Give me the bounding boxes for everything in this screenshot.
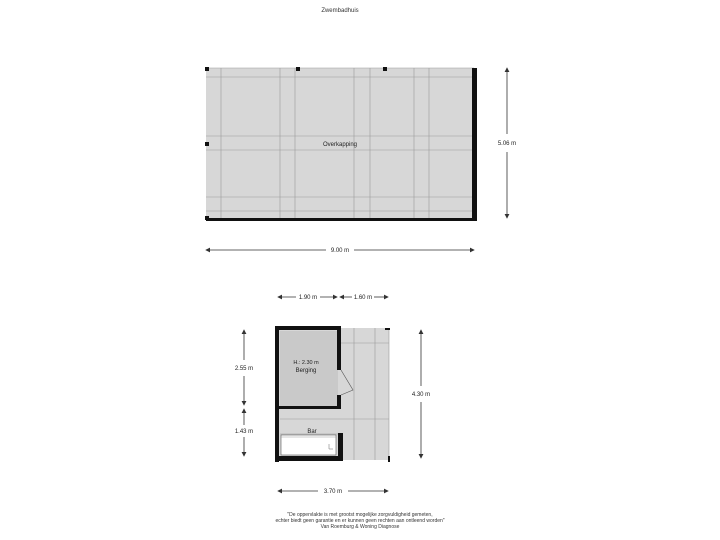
corridor-floor-grid xyxy=(280,328,390,460)
overkapping-width-dimension: 9.00 m xyxy=(205,247,475,254)
overkapping-floor xyxy=(206,68,474,220)
left-dimension-lower-label: 1.43 m xyxy=(235,429,253,435)
overkapping-right-wall xyxy=(472,68,477,221)
overkapping-depth-label: 5.06 m xyxy=(498,141,516,147)
overkapping-grid xyxy=(206,67,474,220)
left-dimension-lower: 1.43 m xyxy=(235,408,253,457)
top-dimension-left-label: 1.90 m xyxy=(299,295,317,301)
post xyxy=(205,216,209,220)
building: H.: 2.30 m Berging Bar xyxy=(275,326,390,462)
berging-height: H.: 2.30 m xyxy=(293,360,319,366)
door-swing xyxy=(340,369,354,396)
berging-bottom-wall xyxy=(278,406,341,409)
overkapping-label: Overkapping xyxy=(323,142,357,148)
berging-right-wall-upper xyxy=(337,330,341,370)
sink-icon xyxy=(328,444,333,450)
bar-counter xyxy=(280,434,337,456)
post xyxy=(296,67,300,71)
right-dimension-label: 4.30 m xyxy=(412,392,430,398)
top-dimension-right-label: 1.60 m xyxy=(354,295,372,301)
berging-label: Berging xyxy=(296,368,317,374)
disclaimer-line-1: "De oppervlakte is met grootst mogelijke… xyxy=(287,512,433,518)
disclaimer-line-3: Van Roemburg & Woning Diagnose xyxy=(320,524,400,530)
building-top-right-cap xyxy=(385,328,390,330)
building-left-wall xyxy=(275,326,279,462)
bottom-dimension: 3.70 m xyxy=(277,488,389,495)
building-top-wall xyxy=(275,326,341,330)
berging-right-wall-lower xyxy=(337,395,341,409)
page-title: Zwembadhuis xyxy=(321,8,359,14)
building-bottom-right-cap xyxy=(388,456,390,462)
bar-label: Bar xyxy=(307,429,316,435)
disclaimer-line-2: echter biedt geen garantie en er kunnen … xyxy=(275,518,445,524)
post xyxy=(383,67,387,71)
right-dimension: 4.30 m xyxy=(412,329,430,459)
overkapping-area: Overkapping xyxy=(205,67,477,221)
post xyxy=(205,67,209,71)
overkapping-bottom-wall xyxy=(206,218,477,221)
post xyxy=(205,142,209,146)
top-dimension-left: 1.90 m xyxy=(277,294,338,301)
overkapping-width-label: 9.00 m xyxy=(331,248,349,254)
left-dimension-upper-label: 2.55 m xyxy=(235,366,253,372)
bar-counter-end xyxy=(338,433,343,459)
disclaimer: "De oppervlakte is met grootst mogelijke… xyxy=(0,512,720,530)
building-bottom-wall xyxy=(275,456,343,461)
berging-floor xyxy=(280,331,338,407)
left-dimension-upper: 2.55 m xyxy=(235,329,253,406)
bottom-dimension-label: 3.70 m xyxy=(324,489,342,495)
overkapping-depth-dimension: 5.06 m xyxy=(498,67,516,219)
top-dimension-right: 1.60 m xyxy=(339,294,389,301)
